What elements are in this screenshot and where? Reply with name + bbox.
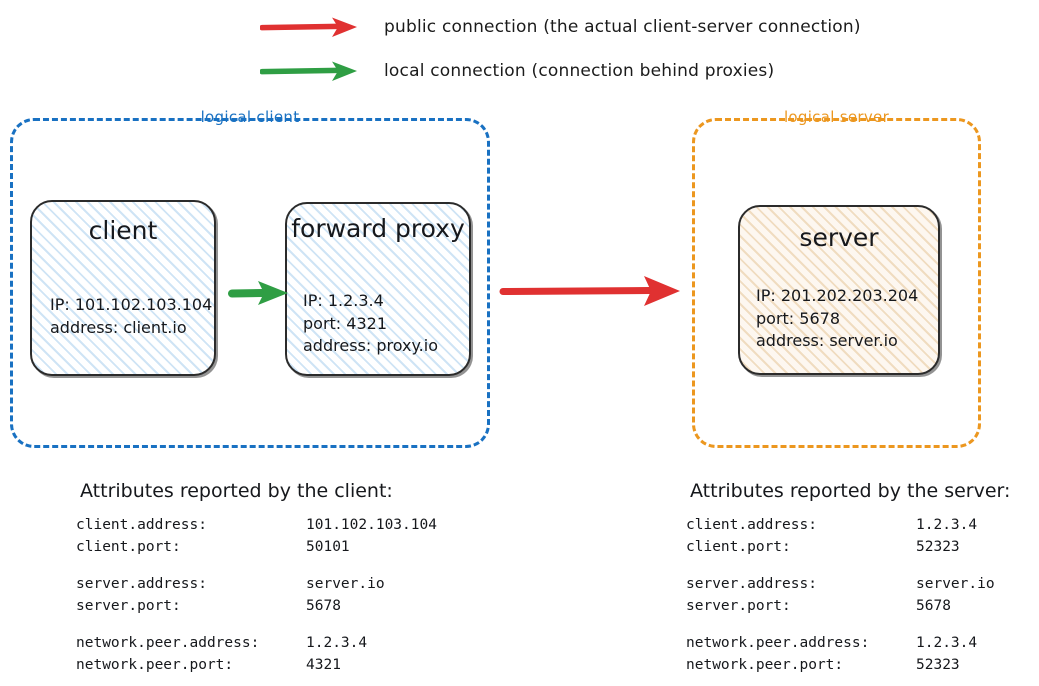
attribute-key: server.address: [686, 576, 817, 593]
node-server-title: server [799, 223, 879, 252]
group-server-title: logical server [783, 108, 890, 126]
attribute-value: 52323 [916, 657, 960, 674]
attribute-row-spacer [76, 558, 437, 573]
green-arrow-icon [260, 61, 357, 81]
node-client[interactable]: client IP: 101.102.103.104 address: clie… [30, 200, 216, 376]
attribute-row: network.peer.address: 1.2.3.4 [76, 632, 437, 654]
legend-item-local-connection: local connection (connection behind prox… [260, 58, 774, 84]
attribute-key: network.peer.address: [76, 635, 260, 652]
attribute-row: client.address: 1.2.3.4 [686, 514, 995, 536]
legend-label-public-connection: public connection (the actual client-ser… [384, 17, 861, 37]
attribute-row: server.port: 5678 [686, 595, 995, 617]
node-forward-proxy-title: forward proxy [291, 214, 465, 243]
attribute-row: network.peer.port: 52323 [686, 654, 995, 676]
attribute-value: 5678 [306, 598, 341, 615]
red-arrow-icon [260, 17, 357, 37]
attribute-key: server.port: [686, 598, 791, 615]
attribute-row: client.port: 52323 [686, 536, 995, 558]
attribute-row: server.port: 5678 [76, 595, 437, 617]
group-server-border [692, 118, 981, 448]
attribute-key: network.peer.port: [686, 657, 844, 674]
attributes-client-heading: Attributes reported by the client: [80, 480, 393, 502]
attributes-server-heading: Attributes reported by the server: [690, 480, 1011, 502]
attribute-key: client.port: [686, 539, 791, 556]
attribute-key: server.address: [76, 576, 207, 593]
node-client-title: client [88, 216, 158, 245]
attribute-key: network.peer.address: [686, 635, 870, 652]
node-server[interactable]: server IP: 201.202.203.204 port: 5678 ad… [738, 205, 940, 375]
public-connection-arrow-icon [499, 276, 680, 306]
attribute-row-spacer [686, 558, 995, 573]
attribute-value: server.io [306, 576, 385, 593]
attribute-key: client.port: [76, 539, 181, 556]
attributes-client-table: client.address: 101.102.103.104 client.por… [76, 514, 437, 676]
group-logical-server: logical server [692, 108, 981, 448]
attribute-row-spacer [686, 617, 995, 632]
legend-label-local-connection: local connection (connection behind prox… [384, 61, 775, 81]
attribute-value: 5678 [916, 598, 951, 615]
attribute-key: server.port: [76, 598, 181, 615]
node-client-details: IP: 101.102.103.104 address: client.io [50, 295, 213, 337]
attribute-key: network.peer.port: [76, 657, 234, 674]
attribute-value: 101.102.103.104 [306, 517, 437, 533]
node-forward-proxy[interactable]: forward proxy IP: 1.2.3.4 port: 4321 add… [285, 202, 471, 376]
attributes-client-rows: client.address: 101.102.103.104 client.por… [76, 514, 437, 676]
attribute-value: 1.2.3.4 [306, 635, 368, 652]
attribute-row-spacer [76, 617, 437, 632]
group-logical-client: logical client [10, 108, 490, 448]
attribute-row: server.address: server.io [76, 573, 437, 595]
legend-item-public-connection: public connection (the actual client-ser… [260, 14, 861, 40]
attribute-row: network.peer.address: 1.2.3.4 [686, 632, 995, 654]
attribute-value: 52323 [916, 539, 960, 556]
node-forward-proxy-details: IP: 1.2.3.4 port: 4321 address: proxy.io [303, 291, 438, 356]
group-client-title: logical client [200, 108, 300, 126]
attribute-value: 1.2.3.4 [916, 517, 978, 533]
attribute-value: 4321 [306, 657, 341, 674]
attributes-server-table: client.address: 1.2.3.4 client.port: 52323 s… [686, 514, 995, 676]
node-server-details: IP: 201.202.203.204 port: 5678 address: … [756, 286, 919, 351]
attributes-server-rows: client.address: 1.2.3.4 client.port: 52323 s… [686, 514, 995, 676]
attribute-key: client.address: [686, 517, 817, 533]
group-client-border [10, 118, 490, 448]
attributes-reported-by-client: Attributes reported by the client: clien… [76, 480, 437, 676]
attribute-value: 50101 [306, 539, 350, 556]
attribute-value: 1.2.3.4 [916, 635, 978, 652]
attribute-row: client.port: 50101 [76, 536, 437, 558]
attribute-row: server.address: server.io [686, 573, 995, 595]
attribute-key: client.address: [76, 517, 207, 533]
attribute-row: client.address: 101.102.103.104 [76, 514, 437, 536]
attribute-row: network.peer.port: 4321 [76, 654, 437, 676]
attribute-value: server.io [916, 576, 995, 593]
attributes-reported-by-server: Attributes reported by the server: clien… [686, 480, 1010, 676]
